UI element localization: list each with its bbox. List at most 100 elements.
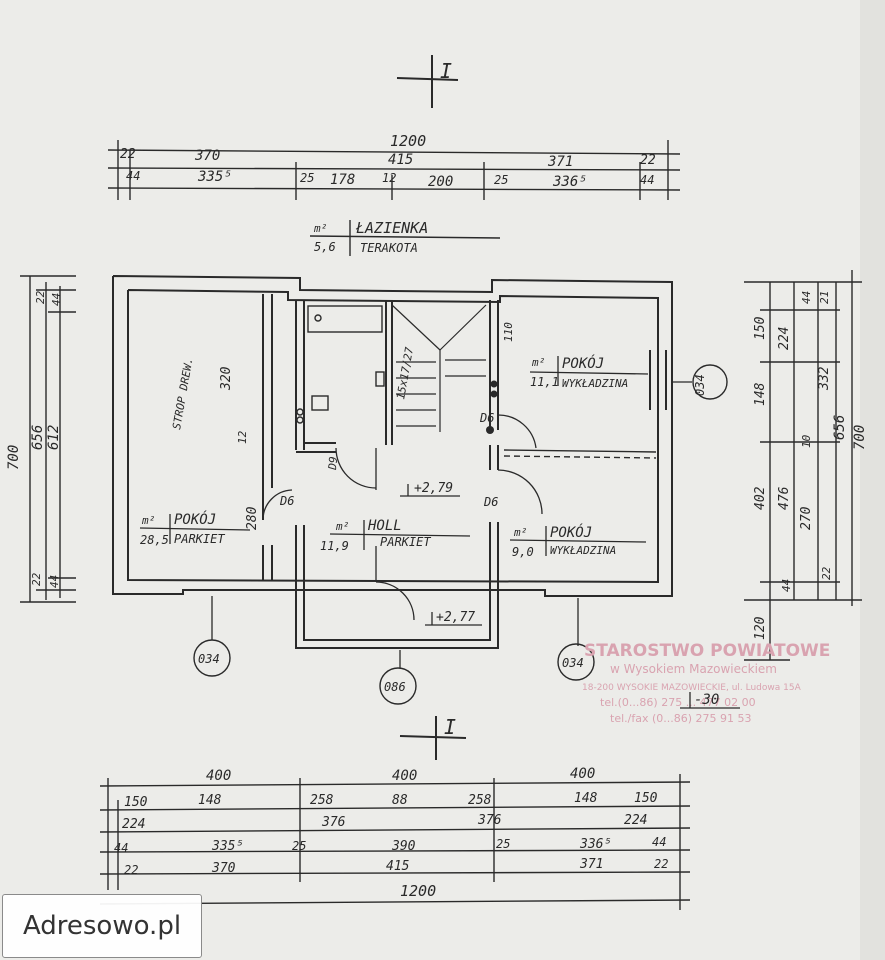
- top-dim-200: 200: [428, 174, 453, 190]
- right-dim-332: 332: [817, 366, 832, 391]
- top-dim-25a: 25: [300, 171, 314, 185]
- right-dim-224: 224: [777, 327, 792, 350]
- room2-finish: WYKŁADZINA: [562, 377, 628, 390]
- bottom-dim-148a: 148: [198, 793, 222, 808]
- callout-circle-entry: 086: [379, 667, 417, 705]
- room5-area: 9,0: [512, 545, 534, 559]
- room3-name: POKÓJ: [174, 510, 216, 528]
- bottom-dim-390: 390: [391, 839, 416, 854]
- room5-name: POKÓJ: [550, 523, 592, 541]
- top-dim-44b: 44: [640, 173, 654, 187]
- callout-entry-label: 086: [384, 680, 406, 694]
- left-dimension-lines: [20, 275, 76, 603]
- bath-label-lines: [309, 220, 501, 256]
- callout-circle-right: 034: [692, 364, 728, 400]
- left-room-dim-320: 320: [219, 366, 234, 391]
- right-dim-700: 700: [852, 425, 868, 450]
- right-dim-21: 21: [818, 291, 831, 304]
- level-hall: +2,79: [414, 481, 453, 496]
- scale-reference-label: -30: [694, 692, 719, 708]
- bottom-total-dim: 1200: [400, 882, 436, 900]
- hall-area: 11,9: [320, 539, 349, 553]
- door-hall-label: D6: [483, 495, 498, 509]
- callout-left-label: 034: [198, 652, 220, 666]
- door-bath-label: D9: [326, 456, 340, 471]
- section-mark-bottom-label: I: [444, 715, 456, 739]
- door-swings: [262, 414, 543, 621]
- left-room-dim-12: 12: [236, 430, 249, 444]
- official-stamp: STAROSTWO POWIATOWE w Wysokiem Mazowieck…: [582, 641, 830, 725]
- right-dim-270: 270: [799, 506, 814, 530]
- stamp-line4: tel./fax (0...86) 275 91 53: [610, 712, 752, 725]
- bottom-dim-400b: 400: [392, 768, 417, 784]
- bottom-dim-25b: 25: [496, 837, 510, 851]
- paper-edge: [860, 0, 885, 960]
- room5-finish: WYKŁADZINA: [550, 544, 616, 557]
- room5-unit: m²: [513, 526, 527, 539]
- bottom-dim-88: 88: [392, 793, 408, 808]
- bottom-dim-376b: 376: [477, 813, 502, 828]
- door-110-label: 110: [502, 322, 515, 342]
- room2-area: 11,1: [530, 375, 559, 389]
- top-total-dim: 1200: [390, 132, 426, 150]
- right-room-partition: [503, 449, 657, 459]
- radiator-marks: [486, 380, 498, 434]
- callout-right-label: 034: [693, 374, 707, 396]
- left-dim-700: 700: [6, 445, 22, 470]
- bottom-dim-22b: 22: [654, 857, 668, 871]
- bottom-dim-258a: 258: [310, 793, 334, 808]
- top-dim-22a: 22: [120, 147, 136, 162]
- top-dim-44a: 44: [126, 169, 140, 183]
- bottom-dim-258b: 258: [468, 793, 492, 808]
- left-dim-656: 656: [30, 425, 46, 450]
- bottom-dim-224b: 224: [624, 813, 647, 828]
- door-left-label: D6: [279, 494, 294, 508]
- right-dim-22: 22: [820, 566, 833, 580]
- bath-area: 5,6: [314, 240, 336, 254]
- scale-reference: [680, 692, 740, 709]
- top-dim-178: 178: [330, 172, 355, 188]
- top-dim-370: 370: [194, 148, 220, 164]
- hall-finish: PARKIET: [380, 535, 431, 549]
- section-mark-bottom: [399, 716, 467, 760]
- bottom-dim-400c: 400: [570, 766, 595, 782]
- bottom-dim-415: 415: [386, 859, 410, 874]
- right-dim-476: 476: [777, 486, 792, 510]
- left-dim-44a: 44: [50, 293, 63, 306]
- top-dimension-lines: [107, 140, 681, 200]
- room3-finish: PARKIET: [174, 532, 225, 546]
- right-dim-44: 44: [800, 291, 813, 304]
- door-stair-label: D6: [479, 411, 494, 425]
- bath-fixtures: [296, 371, 385, 424]
- bottom-dim-371: 371: [579, 857, 603, 872]
- left-room-dim-280: 280: [245, 506, 260, 530]
- bottom-dim-376a: 376: [321, 815, 346, 830]
- bottom-dim-370: 370: [211, 861, 236, 876]
- section-mark-top: [396, 55, 459, 108]
- left-dim-22b: 22: [30, 572, 43, 586]
- room-label-lines: [139, 356, 649, 556]
- right-dim-120: 120: [753, 616, 768, 640]
- right-dim-150: 150: [753, 316, 768, 340]
- callout-circle-mid: 034: [557, 643, 595, 681]
- level-entry: +2,77: [436, 610, 475, 625]
- room3-area: 28,5: [140, 533, 169, 547]
- bottom-dim-44a: 44: [114, 841, 128, 855]
- top-dim-12: 12: [382, 171, 396, 185]
- staircase: [391, 304, 487, 432]
- bottom-dim-150a: 150: [124, 795, 148, 810]
- left-dim-612: 612: [46, 425, 62, 450]
- site-watermark: Adresowo.pl: [2, 894, 202, 958]
- top-dim-371: 371: [547, 154, 573, 170]
- top-dim-415: 415: [388, 152, 413, 168]
- bottom-dim-3355: 335⁵: [211, 839, 243, 854]
- callout-circle-left: 034: [193, 639, 231, 677]
- room3-unit: m²: [141, 514, 155, 527]
- right-dim-44b: 44: [780, 579, 793, 592]
- level-markers: [400, 484, 482, 626]
- bottom-dim-150b: 150: [634, 791, 658, 806]
- stamp-title: STAROSTWO POWIATOWE: [584, 641, 830, 661]
- stamp-line3: tel.(0...86) 275 ... 477 02 00: [600, 696, 756, 709]
